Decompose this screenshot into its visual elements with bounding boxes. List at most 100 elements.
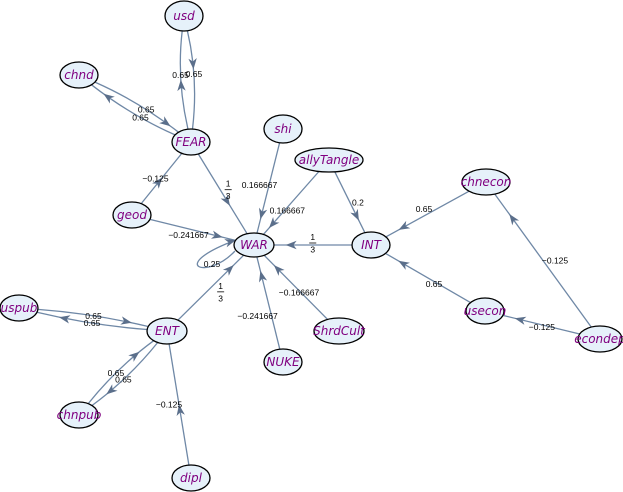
node-label: chnpub <box>57 408 102 422</box>
edge-chnpub-to-ent: 0.65 <box>87 340 155 405</box>
arrowhead <box>176 404 185 416</box>
node-label: chnecon <box>461 175 512 189</box>
edge-weight-label: 13 <box>217 281 225 303</box>
edge-line <box>149 218 236 242</box>
edge-ent-to-uspub: 0.65 <box>36 311 148 331</box>
arrowhead <box>211 230 223 239</box>
node-ellipse <box>294 147 364 173</box>
edge-line <box>494 193 592 328</box>
node-ellipse <box>461 168 511 196</box>
edge-fear-to-usd: 0.65 <box>172 30 189 130</box>
node-chnecon[interactable]: chnecon <box>461 168 512 196</box>
arrowhead <box>514 316 527 325</box>
node-econdep[interactable]: econdep <box>574 325 623 353</box>
arrowhead <box>222 265 234 276</box>
node-ellipse <box>313 317 365 345</box>
edge-weight-label: 0.65 <box>138 105 155 115</box>
edge-weight-label: 0.65 <box>85 311 102 321</box>
node-shrdcult[interactable]: ShrdCult <box>313 317 366 345</box>
edge-shi-to-war: 0.166667 <box>242 142 281 234</box>
node-geod[interactable]: geod <box>112 201 152 229</box>
node-fear[interactable]: FEAR <box>171 128 211 156</box>
arrowhead <box>177 79 186 92</box>
node-ellipse <box>112 201 152 229</box>
edge-weight-label: 0.65 <box>172 70 189 80</box>
edge-weight-label: −0.241667 <box>237 311 278 321</box>
arrowhead <box>259 207 268 220</box>
node-label: NUKE <box>266 355 300 369</box>
arrowhead <box>224 239 236 248</box>
edge-weight-label: 0.65 <box>186 69 203 79</box>
node-ellipse <box>465 297 505 325</box>
node-chnd[interactable]: chnd <box>59 61 99 89</box>
edge-fear-to-chnd: 0.65 <box>91 84 176 136</box>
node-ellipse <box>351 231 391 259</box>
edge-uspub-to-ent: 0.65 <box>37 308 149 328</box>
edge-line <box>91 84 176 136</box>
edge-allytangle-to-int: 0.2 <box>334 171 366 233</box>
node-uspub[interactable]: uspub <box>0 294 39 322</box>
arrowhead <box>398 220 411 230</box>
edge-weight-label: 13 <box>224 179 232 201</box>
edge-line <box>197 153 248 235</box>
arrowhead <box>259 270 268 283</box>
node-ellipse <box>59 401 99 429</box>
edge-chnd-to-fear: 0.65 <box>94 81 179 133</box>
node-usd[interactable]: usd <box>164 0 204 32</box>
node-chnpub[interactable]: chnpub <box>57 401 102 429</box>
node-ent[interactable]: ENT <box>146 317 188 345</box>
edge-line <box>37 308 149 328</box>
self-loop-line <box>196 239 237 269</box>
edge-weight-label: 0.65 <box>84 318 101 328</box>
arrowhead <box>398 260 410 270</box>
arrowhead <box>152 177 163 189</box>
node-ellipse <box>233 232 275 258</box>
node-int[interactable]: INT <box>351 231 391 259</box>
edge-fear-to-war: 13 <box>197 153 248 235</box>
edge-line <box>263 254 329 320</box>
edge-weight-denominator: 3 <box>310 245 315 255</box>
edge-ent-to-chnpub: 0.65 <box>91 342 159 407</box>
edge-weight-label: 0.65 <box>132 113 149 123</box>
edge-weight-label: 0.65 <box>115 375 132 385</box>
node-dipl[interactable]: dipl <box>171 464 211 492</box>
edge-nuke-to-war: −0.241667 <box>237 256 281 350</box>
node-ellipse <box>263 348 303 376</box>
node-ellipse <box>171 464 211 492</box>
edge-weight-label: 0.25 <box>204 259 221 269</box>
edge-ent-to-war: 13 <box>177 254 245 321</box>
edge-line <box>385 190 470 238</box>
node-ellipse <box>59 61 99 89</box>
edges-layer: 0.650.650.650.65−0.125130.1666670.166667… <box>36 30 592 466</box>
edge-chnecon-to-int: 0.65 <box>385 190 470 238</box>
node-ellipse <box>577 325 623 353</box>
edge-line <box>262 171 320 235</box>
edge-allytangle-to-war: 0.166667 <box>262 171 320 235</box>
arrowhead <box>509 214 520 226</box>
edge-usd-to-fear: 0.65 <box>186 30 203 130</box>
edge-weight-denominator: 3 <box>218 293 223 303</box>
edge-weight-label: −0.125 <box>142 174 169 184</box>
node-nuke[interactable]: NUKE <box>263 348 303 376</box>
edge-line <box>502 314 580 335</box>
node-allytangle[interactable]: allyTangle <box>294 147 364 173</box>
arrowhead <box>285 240 297 250</box>
node-label: chnd <box>64 68 94 82</box>
node-war[interactable]: WAR <box>233 232 275 258</box>
edge-weight-label: −0.125 <box>529 322 556 332</box>
edge-line <box>385 252 471 304</box>
arrowhead <box>269 217 280 228</box>
edge-weight-label: 0.65 <box>108 368 125 378</box>
arrowhead <box>120 316 132 325</box>
node-label: uspub <box>1 301 38 315</box>
arrowhead <box>128 351 140 362</box>
node-usecon[interactable]: usecon <box>464 297 507 325</box>
edge-geod-to-fear: −0.125 <box>140 152 183 205</box>
node-ellipse <box>146 317 188 345</box>
edge-dipl-to-ent: −0.125 <box>156 343 190 466</box>
node-shi[interactable]: shi <box>263 114 303 144</box>
edge-weight-label: 0.166667 <box>242 180 278 190</box>
arrowhead <box>188 58 197 70</box>
edge-geod-to-war: −0.241667 <box>149 218 236 242</box>
